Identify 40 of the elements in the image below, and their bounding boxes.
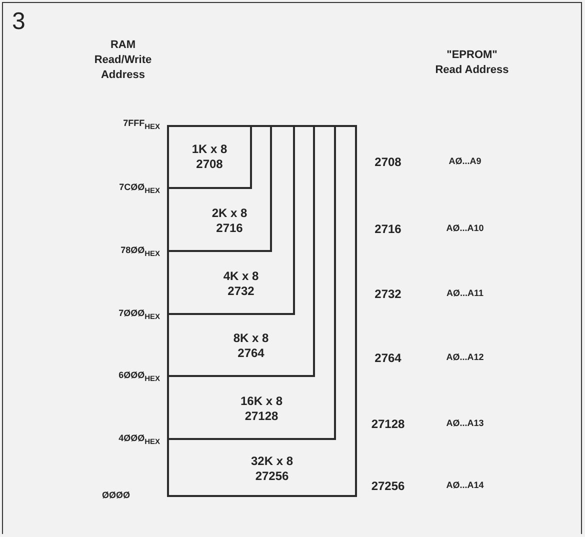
chip-number-label: 2764	[374, 351, 402, 365]
address-lines-label: AØ...A13	[446, 418, 484, 428]
chip-number-label: 27256	[371, 479, 405, 493]
address-lines-label: AØ...A9	[448, 156, 482, 166]
chip-number-label: 2716	[216, 220, 243, 236]
address-label: 7CØØ$_{HEX}$	[119, 182, 160, 195]
chip-number-label: 2716	[374, 222, 402, 236]
address-label: 78ØØ$_{HEX}$	[120, 245, 160, 258]
chip-number-label: 2708	[196, 157, 223, 172]
chip-number-label: 27128	[371, 417, 405, 431]
address-lines-label: AØ...A11	[446, 288, 484, 298]
memory-region-box	[167, 125, 295, 315]
capacity-label: 16K x 8	[240, 394, 283, 408]
address-label: 7FFF$_{HEX}$	[123, 118, 160, 131]
memory-region-box	[167, 125, 272, 252]
capacity-label: 8K x 8	[233, 331, 269, 346]
column-heading: "EPROM" Read Address	[434, 48, 510, 78]
capacity-label: 32K x 8	[250, 454, 294, 468]
memory-region-box	[167, 125, 357, 497]
address-label: 6ØØØ$_{HEX}$	[118, 370, 160, 383]
chip-number-label: 27128	[244, 408, 278, 424]
chip-number-label: 27256	[255, 468, 289, 484]
address-lines-label: AØ...A14	[446, 480, 484, 490]
column-heading: RAM Read/Write Address	[93, 38, 153, 83]
chip-number-label: 2708	[374, 155, 402, 169]
address-lines-label: AØ...A12	[446, 352, 484, 362]
memory-region-box	[167, 125, 252, 189]
memory-region-box	[167, 125, 315, 377]
address-label: ØØØØ	[102, 490, 130, 500]
address-lines-label: AØ...A10	[446, 223, 484, 233]
chip-number-label: 2732	[228, 284, 254, 298]
capacity-label: 1K x 8	[192, 142, 228, 157]
chip-number-label: 2732	[374, 287, 402, 301]
figure-number: 3	[12, 8, 26, 36]
chip-number-label: 2764	[238, 346, 264, 361]
memory-region-box	[167, 125, 336, 440]
address-label: 4ØØØ$_{HEX}$	[118, 433, 160, 446]
capacity-label: 4K x 8	[223, 268, 259, 284]
capacity-label: 2K x 8	[212, 206, 248, 220]
address-label: 7ØØØ$_{HEX}$	[118, 308, 160, 321]
